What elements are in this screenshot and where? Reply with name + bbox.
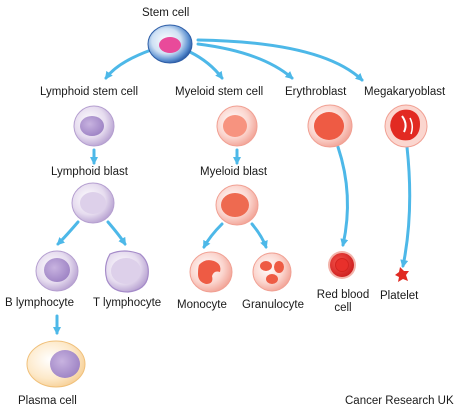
- granulocyte-label: Granulocyte: [242, 299, 305, 311]
- t-lymphocyte-label: T lymphocyte: [93, 297, 162, 309]
- lymphoid-blast-icon: [71, 182, 115, 224]
- arrow-myeloid-blast-to-monocyte: [202, 222, 224, 249]
- arrow-stem-to-megakaryoblast: [196, 38, 364, 82]
- megakaryoblast-label: Megakaryoblast: [364, 86, 446, 98]
- red-blood-cell-icon: [328, 251, 356, 279]
- lymphoid-blast-label: Lymphoid blast: [51, 166, 128, 178]
- arrow-stem-to-myeloid-stem: [188, 50, 224, 80]
- lymphoid-stem-cell-label: Lymphoid stem cell: [40, 86, 139, 98]
- arrows: [53, 38, 412, 335]
- stem-cell-icon: [147, 24, 193, 64]
- platelet-icon: [395, 267, 409, 282]
- arrow-erythroblast-to-rbc: [336, 145, 349, 247]
- red-blood-cell-label-line2: cell: [334, 302, 352, 314]
- monocyte-label: Monocyte: [177, 299, 227, 311]
- plasma-cell-label: Plasma cell: [18, 395, 77, 407]
- granulocyte-icon: [252, 252, 292, 292]
- myeloid-stem-cell-icon: [216, 105, 258, 147]
- myeloid-blast-icon: [215, 184, 259, 226]
- myeloid-blast-label: Myeloid blast: [200, 166, 268, 178]
- arrow-megakaryoblast-to-platelet: [400, 145, 412, 268]
- red-blood-cell-label-line1: Red blood: [316, 289, 370, 301]
- platelet-label: Platelet: [380, 290, 419, 302]
- lymphoid-stem-cell-icon: [73, 105, 115, 147]
- erythroblast-icon: [307, 104, 353, 148]
- arrow-myeloid-blast-to-granulocyte: [250, 222, 268, 249]
- credit-label: Cancer Research UK: [345, 395, 454, 407]
- b-lymphocyte-label: B lymphocyte: [5, 297, 75, 309]
- arrow-lymphoid-blast-to-t: [106, 220, 127, 246]
- megakaryoblast-icon: [384, 104, 428, 148]
- arrow-stem-to-erythroblast: [196, 42, 294, 80]
- arrow-stem-to-lymphoid-stem: [104, 48, 153, 80]
- arrow-lymphoid-blast-to-b: [56, 220, 80, 246]
- myeloid-stem-cell-label: Myeloid stem cell: [175, 86, 264, 98]
- red-blood-cell-label: Red blood cell: [310, 289, 376, 315]
- b-lymphocyte-icon: [35, 250, 79, 292]
- plasma-cell-icon: [26, 340, 86, 388]
- monocyte-icon: [189, 251, 233, 293]
- stem-cell-label: Stem cell: [142, 7, 190, 19]
- erythroblast-label: Erythroblast: [285, 86, 347, 98]
- t-lymphocyte-icon: [104, 250, 149, 293]
